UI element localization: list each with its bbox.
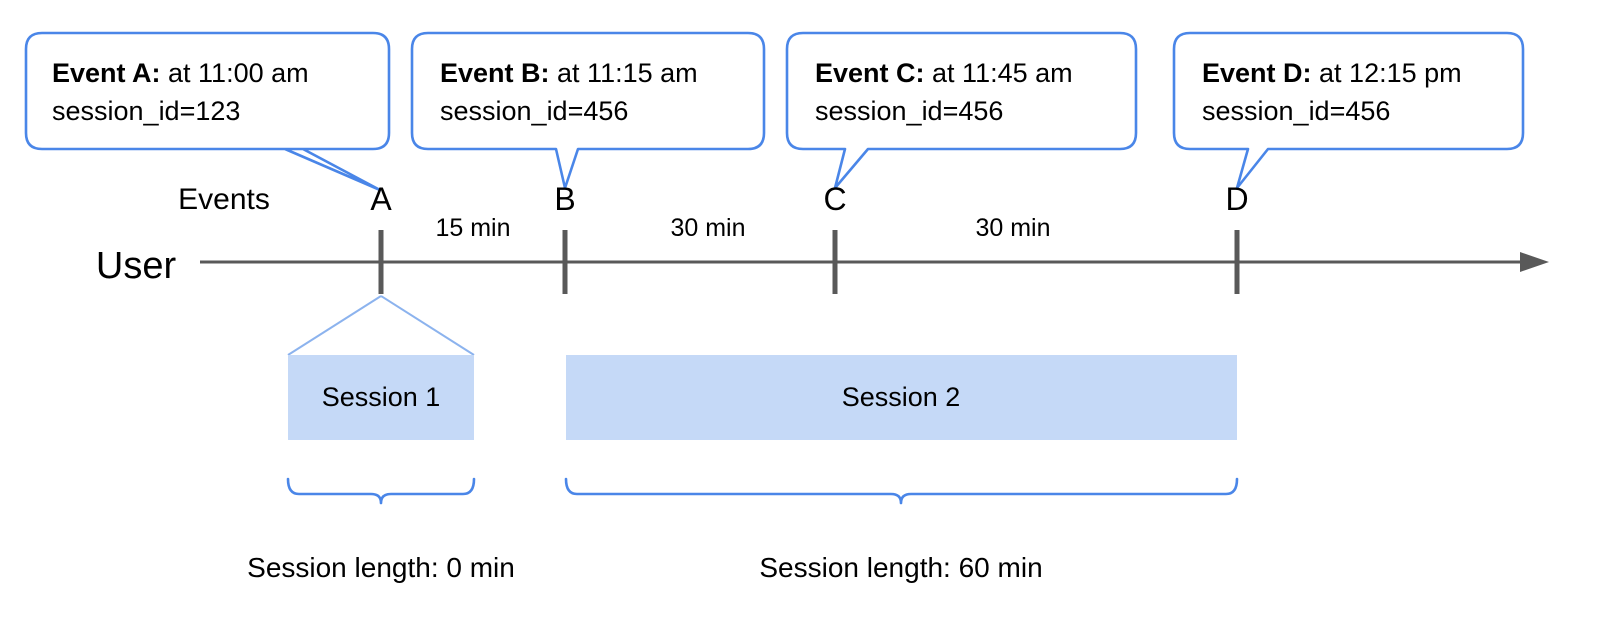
- session-bar-1: [288, 355, 474, 440]
- session-1-length-label: Session length: 0 min: [247, 552, 515, 583]
- event-marker-label-a: A: [370, 181, 392, 217]
- callout-event-d-line2: session_id=456: [1202, 96, 1390, 126]
- callout-event-c-line1: Event C: at 11:45 am: [815, 58, 1073, 88]
- session-1-fan-left: [287, 295, 382, 356]
- callout-event-b-bubble: [410, 31, 766, 190]
- session-2-brace: [564, 477, 1239, 505]
- callout-event-d-bubble: [1172, 31, 1525, 190]
- session-bar-1-label: Session 1: [322, 382, 441, 412]
- session-2-length-label: Session length: 60 min: [759, 552, 1042, 583]
- session-1-fan-right: [380, 295, 475, 356]
- callout-event-c: Event C: at 11:45 am session_id=456: [785, 31, 1138, 190]
- lane-label-user: User: [96, 245, 177, 287]
- callout-event-c-line2: session_id=456: [815, 96, 1003, 126]
- callout-event-b-line2: session_id=456: [440, 96, 628, 126]
- session-bar-2-label: Session 2: [842, 382, 961, 412]
- callout-event-a-line2: session_id=123: [52, 96, 240, 126]
- gap-label-a-b: 15 min: [435, 214, 510, 242]
- callout-event-b: Event B: at 11:15 am session_id=456: [410, 31, 766, 190]
- callout-event-d: Event D: at 12:15 pm session_id=456: [1172, 31, 1525, 190]
- event-marker-label-d: D: [1225, 181, 1248, 217]
- lane-label-events: Events: [178, 183, 270, 216]
- callout-event-b-line1: Event B: at 11:15 am: [440, 58, 698, 88]
- callout-event-a: Event A: at 11:00 am session_id=123: [24, 31, 391, 192]
- session-bar-2: [566, 355, 1237, 440]
- callout-event-a-bubble: [24, 31, 391, 192]
- event-marker-label-c: C: [823, 181, 846, 217]
- gap-label-c-d: 30 min: [975, 214, 1050, 242]
- callout-event-a-line1: Event A: at 11:00 am: [52, 58, 309, 88]
- session-1-brace: [286, 477, 476, 505]
- gap-label-b-c: 30 min: [670, 214, 745, 242]
- callout-event-c-bubble: [785, 31, 1138, 190]
- timeline-arrow-icon: [1520, 252, 1549, 272]
- callout-event-d-line1: Event D: at 12:15 pm: [1202, 58, 1462, 88]
- event-marker-label-b: B: [554, 181, 575, 217]
